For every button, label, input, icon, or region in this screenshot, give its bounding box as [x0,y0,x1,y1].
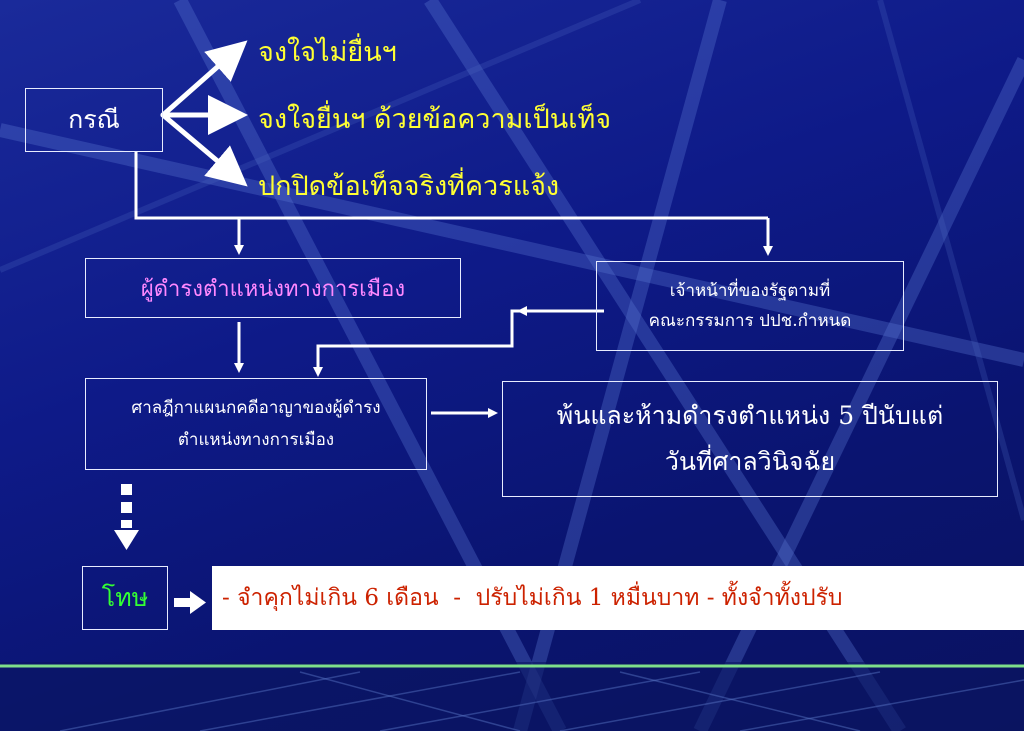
result-box: พ้นและห้ามดำรงตำแหน่ง 5 ปีนับแต่ วันที่ศ… [502,381,998,497]
court-line-1: ศาลฎีกาแผนกคดีอาญาของผู้ดำรง [131,398,381,418]
state-officer-line-1: เจ้าหน้าที่ของรัฐตามที่ [669,281,831,301]
result-line-1: พ้นและห้ามดำรงตำแหน่ง 5 ปีนับแต่ [556,401,944,430]
state-officer-line-2: คณะกรรมการ ปปช.กำหนด [648,311,852,331]
case-option-1: จงใจไม่ยื่นฯ [258,37,397,68]
penalty-label-box: โทษ [82,566,168,630]
political-official-label: ผู้ดำรงตำแหน่งทางการเมือง [140,276,406,302]
court-line-2: ตำแหน่งทางการเมือง [177,430,335,450]
case-option-2: จงใจยื่นฯ ด้วยข้อความเป็นเท็จ [258,104,612,135]
arrow-to-option-1 [160,40,248,118]
arrow-to-option-3 [160,112,248,187]
case-label: กรณี [68,105,120,134]
penalty-label: โทษ [101,583,149,612]
case-option-3: ปกปิดข้อเท็จจริงที่ควรแจ้ง [258,171,560,202]
political-official-box: ผู้ดำรงตำแหน่งทางการเมือง [85,258,461,318]
penalty-banner: - จำคุกไม่เกิน 6 เดือน - ปรับไม่เกิน 1 ห… [212,566,1024,630]
court-box: ศาลฎีกาแผนกคดีอาญาของผู้ดำรง ตำแหน่งทางก… [85,378,427,470]
result-line-2: วันที่ศาลวินิจฉัย [664,447,836,476]
penalty-text: - จำคุกไม่เกิน 6 เดือน - ปรับไม่เกิน 1 ห… [222,585,843,611]
case-box: กรณี [25,88,163,152]
state-officer-box: เจ้าหน้าที่ของรัฐตามที่ คณะกรรมการ ปปช.ก… [596,261,904,351]
